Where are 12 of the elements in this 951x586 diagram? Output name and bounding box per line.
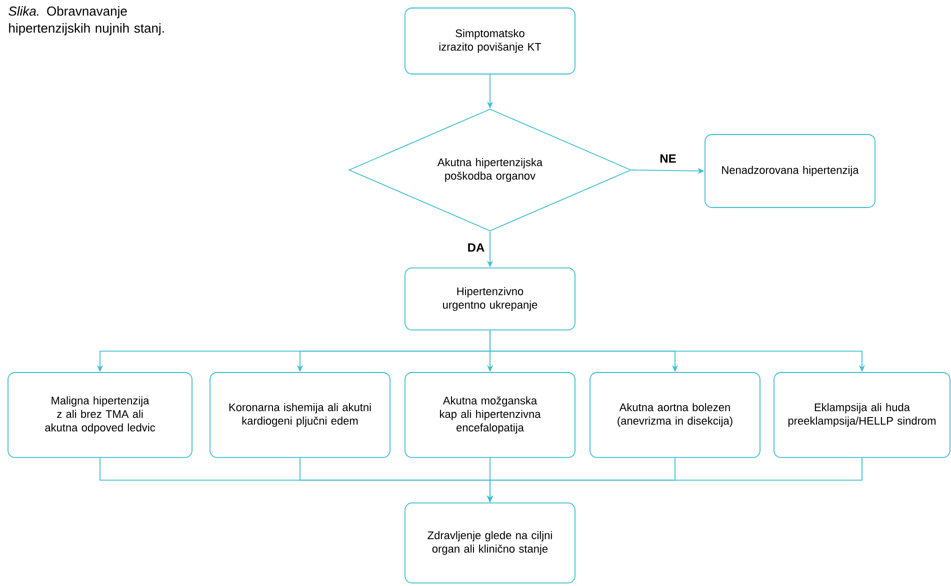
edge-label: DA xyxy=(466,242,486,253)
process-box: Maligna hipertenzija z ali brez TMA ali akutna odpoved ledvic xyxy=(8,372,192,458)
process-box: Nenadzorovana hipertenzija xyxy=(704,134,876,208)
process-box: Simptomatsko izrazito povišanje KT xyxy=(404,8,576,74)
process-box: Akutna aortna bolezen (anevrizma in disekcija) xyxy=(590,372,760,458)
process-box: Eklampsija ali huda preeklampsija/HELLP sindrom xyxy=(774,372,950,458)
process-box: Akutna možganska kap ali hipertenzivna encefalopatija xyxy=(404,372,576,458)
caption-text: Slika. Obravnavanje hipertenzijskih nujnih stanj. xyxy=(8,6,164,36)
edge-label: NE xyxy=(658,153,678,164)
process-box: Koronarna ishemija ali akutni kardiogeni pljučni edem xyxy=(210,372,390,458)
process-box: Zdravljenje glede na ciljni organ ali klinično stanje xyxy=(404,502,576,584)
process-box: Hipertenzivno urgentno ukrepanje xyxy=(404,268,576,330)
